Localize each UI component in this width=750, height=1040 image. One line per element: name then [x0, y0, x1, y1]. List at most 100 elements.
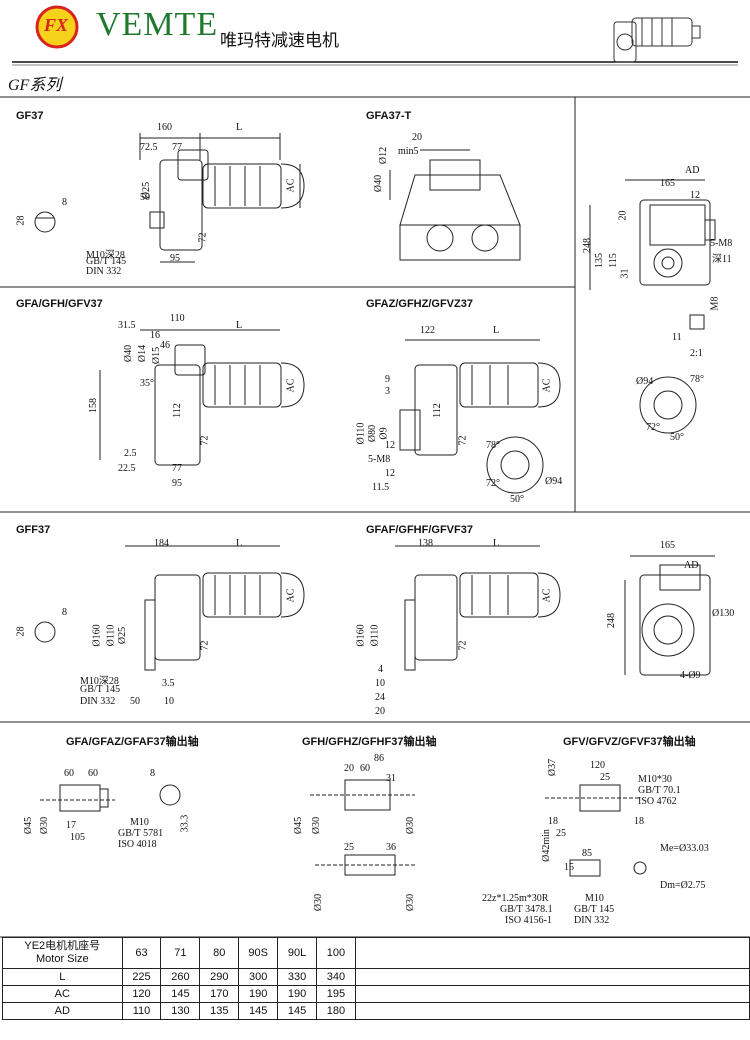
dim-gff37-184: 184 [154, 538, 169, 549]
panel-title-gfa37t: GFA37-T [366, 110, 412, 122]
table-cell: 260 [160, 968, 201, 986]
dim-gfaz37-9: 9 [385, 374, 390, 385]
dim-gf37-160: 160 [157, 122, 172, 133]
dim-gff37-d160: Ø160 [91, 624, 103, 647]
dim-gfa37-L: L [236, 320, 243, 331]
table-cell: 145 [238, 1002, 279, 1020]
dim-shrink-d30b: Ø30 [405, 816, 417, 835]
table-row-label: AD [2, 1002, 123, 1020]
dim-side-115: 115 [607, 253, 619, 268]
panel-title-gfaf37: GFAF/GFHF/GFVF37 [366, 524, 473, 536]
dim-gfa37-112: 112 [171, 403, 183, 418]
table-row: L 225 260 290 300 330 340 [2, 968, 750, 986]
dim-hollow-60a: 60 [64, 768, 74, 779]
flange-view-drawing [624, 555, 715, 676]
dim-gfa37-d15: Ø15 [151, 346, 163, 365]
dim-gfa37-158: 158 [88, 398, 99, 413]
dim-spline-85: 85 [582, 848, 592, 859]
dim-gff37-gbt: GB/T 145 [80, 684, 121, 695]
dim-side-deep11: 深11 [712, 254, 732, 265]
gf37-drawing [34, 133, 305, 263]
dim-gfaf37-20: 20 [375, 706, 385, 717]
dim-spline-me: Me=Ø33.03 [660, 843, 709, 854]
dim-gff37-key8: 8 [62, 607, 67, 618]
dim-side-248: 248 [582, 238, 593, 253]
dim-gf37-din: DIN 332 [86, 266, 122, 277]
logo-text: FX [44, 15, 69, 35]
dim-gfaz37-11.5: 11.5 [372, 482, 390, 493]
dim-side-135: 135 [594, 253, 605, 268]
dim-gfaz37-122: 122 [420, 325, 435, 336]
dim-spline-dm: Dm=Ø2.75 [660, 880, 706, 891]
table-blank-cell [354, 937, 750, 969]
dim-gfaz37-d94: Ø94 [545, 476, 563, 487]
dim-side-5m8: 5-M8 [710, 238, 733, 249]
table-cell: 180 [316, 1002, 356, 1020]
dim-gfa37-22.5: 22.5 [118, 463, 136, 474]
dim-side-31: 31 [619, 268, 631, 279]
table-cell: 190 [238, 985, 279, 1003]
table-size-cell: 90S [238, 937, 279, 969]
dim-gff37-m10: M10深28 [80, 676, 119, 687]
company-name: 唯玛特减速电机 [220, 31, 339, 51]
dim-gff37-key28: 28 [15, 626, 27, 637]
dim-gfaz37-5m8: 5-M8 [368, 454, 391, 465]
dim-gfa37-95: 95 [172, 478, 182, 489]
dim-gfaz37-d9: Ø9 [378, 427, 390, 440]
dim-gfa37t-d40: Ø40 [373, 174, 385, 193]
table-header-cn: YE2电机机座号 [24, 940, 101, 952]
dim-side-12: 12 [690, 190, 700, 201]
dim-hollow-m10: M10 [130, 817, 149, 828]
dim-hollow-d45: Ø45 [23, 816, 35, 835]
dim-spline-gbt3478: GB/T 3478.1 [500, 904, 553, 915]
dim-hollow-33.3: 33.3 [179, 814, 191, 833]
table-cell: 225 [121, 968, 162, 986]
table-row: AD 110 130 135 145 145 180 [2, 1002, 750, 1020]
dim-shrink-36: 36 [386, 842, 396, 853]
dim-flange-4d9: 4-Ø9 [680, 670, 701, 681]
dim-flange-248: 248 [606, 613, 617, 628]
dim-gfaz37-72: 72 [457, 435, 469, 446]
table-cell: 135 [199, 1002, 240, 1020]
shaft-title-shrink: GFH/GFHZ/GFHF37输出轴 [302, 736, 437, 748]
table-cell: 145 [277, 1002, 318, 1020]
header-graphics [12, 5, 738, 66]
dim-hollow-gbt: GB/T 5781 [118, 828, 164, 839]
dim-gfaz37-3: 3 [385, 386, 390, 397]
dim-gfaf37-10: 10 [375, 678, 385, 689]
dim-gff37-72: 72 [199, 640, 211, 651]
gfa37t-drawing [389, 149, 521, 261]
dim-gf37-m10: M10深28 [86, 250, 125, 261]
table-size-cell: 63 [121, 937, 162, 969]
shaft-shrink-drawing [310, 779, 415, 876]
dim-gfa37-d14: Ø14 [137, 344, 149, 363]
dim-side-d94: Ø94 [636, 376, 654, 387]
dim-shrink-86: 86 [374, 753, 384, 764]
dim-gfaf37-AC: AC [541, 588, 553, 603]
dim-shrink-d45: Ø45 [293, 816, 305, 835]
dim-gfaf37-4: 4 [378, 664, 383, 675]
dim-shrink-d30d: Ø30 [405, 893, 417, 912]
dim-gfa37t-d12: Ø12 [378, 146, 390, 165]
table-header-en: Motor Size [35, 953, 89, 965]
dim-gf37-gbt: GB/T 145 [86, 256, 127, 267]
series-title: GF系列 [8, 77, 62, 94]
logo-icon [35, 5, 79, 49]
dim-side-20: 20 [617, 210, 629, 221]
dim-gfaz37-50: 50° [510, 494, 524, 505]
dim-gff37-AC: AC [285, 588, 297, 603]
dim-gff37-10: 10 [164, 696, 174, 707]
dim-hollow-d30: Ø30 [39, 816, 51, 835]
dim-gfaf37-d110: Ø110 [369, 624, 381, 647]
dim-spline-120: 120 [590, 760, 605, 771]
dim-gff37-50: 50 [130, 696, 140, 707]
dim-gf37-50: 50 [140, 192, 150, 203]
dim-hollow-17: 17 [66, 820, 76, 831]
shaft-title-spline: GFV/GFVZ/GFVF37输出轴 [563, 736, 696, 748]
dim-spline-iso4762: ISO 4762 [638, 796, 677, 807]
dim-shrink-25: 25 [344, 842, 354, 853]
dim-gfa37-2.5: 2.5 [124, 448, 137, 459]
dim-gfaz37-d110: Ø110 [355, 422, 367, 445]
dim-gfa37-110: 110 [170, 313, 185, 324]
dim-gf37-L: L [236, 122, 243, 133]
